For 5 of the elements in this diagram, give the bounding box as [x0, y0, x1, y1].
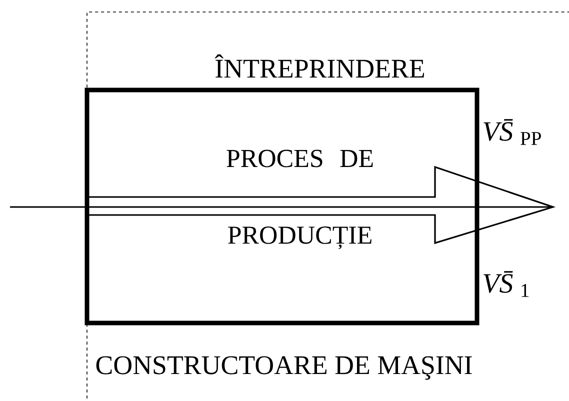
heading: ÎNTREPRINDERE — [214, 54, 424, 78]
process-box: PROCES DE PRODUCȚIE — [84, 88, 480, 326]
formula-label: VS̄$_{PP}$ — [484, 119, 541, 145]
formula-label: VS̄$_{1}$ — [484, 271, 529, 297]
heading: CONSTRUCTOARE DE MAŞINI — [96, 356, 472, 380]
